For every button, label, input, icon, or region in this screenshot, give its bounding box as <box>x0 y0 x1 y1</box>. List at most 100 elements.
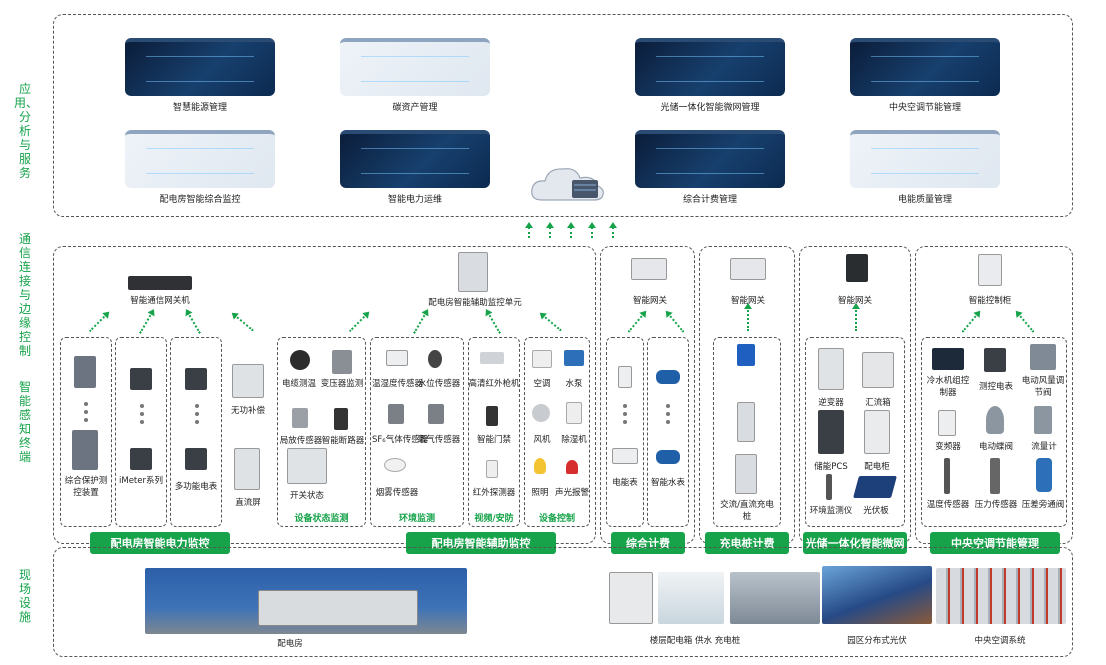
aux-unit-device <box>458 252 488 292</box>
billing-field-label: 楼层配电箱 供水 充电桩 <box>649 636 741 646</box>
protection-device-2 <box>72 430 98 470</box>
electric-meter-device <box>618 366 632 388</box>
screen-image <box>340 130 490 188</box>
band-billing: 综合计费 <box>611 532 685 554</box>
ellipsis-dot <box>84 410 88 414</box>
multimeter-column <box>170 337 222 527</box>
pd-sensor-device <box>292 408 308 428</box>
damper-device <box>1030 344 1056 370</box>
ellipsis-dot <box>140 420 144 424</box>
cloud-icon <box>531 168 604 201</box>
water-meter-column <box>647 337 689 527</box>
bypass-valve-label: 压差旁通阀 <box>1021 500 1065 510</box>
microgrid-column <box>805 337 905 527</box>
flowmeter-label: 流量计 <box>1031 442 1057 452</box>
dc-panel-label: 直流屏 <box>235 498 261 508</box>
ellipsis-dot <box>623 412 627 416</box>
temp-sensor-device <box>944 458 950 494</box>
charging-station-image <box>730 572 820 624</box>
field-panel <box>53 547 1073 657</box>
dehumid-label: 除湿机 <box>561 435 587 445</box>
ac-label: 空调 <box>533 379 551 389</box>
ellipsis-dot <box>195 404 199 408</box>
ac-device <box>532 350 552 368</box>
link-arrow <box>855 307 857 331</box>
app-power-ops[interactable]: 智能电力运维 <box>335 130 495 205</box>
control-cabinet-label: 智能控制柜 <box>968 296 1012 306</box>
camera-label: 高清红外枪机 <box>468 379 520 389</box>
screen-image <box>340 38 490 96</box>
oxygen-sensor-device <box>428 404 444 424</box>
env-monitor-label: 环境监测仪 <box>809 506 853 516</box>
th-sensor-label: 温湿度传感器 <box>372 379 424 389</box>
status-group <box>277 337 366 527</box>
pressure-sensor-label: 压力传感器 <box>974 500 1018 510</box>
layer-label-comm: 通信连接与边缘控制 <box>18 232 31 358</box>
pv-panel-label: 光伏板 <box>863 506 889 516</box>
combiner-label: 汇流箱 <box>865 398 891 408</box>
measure-meter-device <box>984 348 1006 372</box>
smoke-sensor-label: 烟雾传感器 <box>375 488 419 498</box>
charge-gateway-device <box>730 258 766 280</box>
screen-image <box>850 130 1000 188</box>
access-device <box>486 406 498 426</box>
app-smart-energy[interactable]: 智慧能源管理 <box>120 38 280 113</box>
imeter-label: iMeter系列 <box>119 476 163 486</box>
distribution-cabinet-device <box>864 410 890 454</box>
ellipsis-dot <box>140 404 144 408</box>
ellipsis-dot <box>195 412 199 416</box>
damper-label: 电动风量调节阀 <box>1021 376 1065 398</box>
dehumid-device <box>566 402 582 424</box>
screen-image <box>635 130 785 188</box>
smoke-sensor-device <box>384 458 406 472</box>
inverter-label: 逆变器 <box>818 398 844 408</box>
cable-temp-device <box>290 350 310 370</box>
app-microgrid[interactable]: 光储一体化智能微网管理 <box>630 38 790 113</box>
ellipsis-dot <box>84 418 88 422</box>
dc-charger-device-2 <box>735 454 757 494</box>
app-hvac[interactable]: 中央空调节能管理 <box>845 38 1005 113</box>
band-microgrid: 光储一体化智能微网 <box>803 532 907 554</box>
power-room-panel <box>53 246 596 544</box>
protection-device <box>74 356 96 388</box>
butterfly-valve-label: 电动蝶阀 <box>978 442 1013 452</box>
pd-sensor-label: 局放传感器 <box>279 436 323 446</box>
multimeter-label: 多功能电表 <box>174 482 218 492</box>
dc-panel-device <box>234 448 260 490</box>
control-group <box>524 337 590 527</box>
measure-meter-label: 测控电表 <box>978 382 1013 392</box>
pressure-sensor-device <box>990 458 1000 494</box>
charge-gateway-label: 智能网关 <box>730 296 765 306</box>
layer-label-field: 现场设施 <box>18 568 31 624</box>
access-label: 智能门禁 <box>476 435 511 445</box>
video-group <box>468 337 520 527</box>
hvac-field-label: 中央空调系统 <box>974 636 1026 646</box>
layer-label-sense: 智能感知终端 <box>18 380 31 464</box>
charger-column <box>713 337 781 527</box>
app-billing[interactable]: 综合计费管理 <box>630 130 790 205</box>
video-group-title: 视频/安防 <box>474 514 514 524</box>
app-carbon[interactable]: 碳资产管理 <box>335 38 495 113</box>
alarm-label: 声光报警 <box>554 488 589 498</box>
power-room-label: 配电房 <box>277 639 303 649</box>
meter-column <box>606 337 644 527</box>
multimeter-device <box>185 368 207 390</box>
app-power-room[interactable]: 配电房智能综合监控 <box>120 130 280 205</box>
protection-column <box>60 337 112 527</box>
electric-meter-label: 电能表 <box>612 478 638 488</box>
water-meter-label: 智能水表 <box>650 478 685 488</box>
screen-image <box>850 38 1000 96</box>
floor-box-image <box>609 572 653 624</box>
ellipsis-dot <box>666 420 670 424</box>
breaker-label: 智能断路器 <box>321 436 365 446</box>
band-aux-monitor: 配电房智能辅助监控 <box>406 532 556 554</box>
vfd-device <box>938 410 956 436</box>
switch-status-label: 开关状态 <box>289 491 324 501</box>
ac-charger-device <box>737 344 755 366</box>
app-power-quality[interactable]: 电能质量管理 <box>845 130 1005 205</box>
micro-gateway-label: 智能网关 <box>837 296 872 306</box>
sf6-sensor-label: SF₆气体传感器 <box>372 435 429 445</box>
transformer-label: 变压器监测 <box>320 379 364 389</box>
flowmeter-device <box>1034 406 1052 434</box>
breaker-device <box>334 408 348 430</box>
